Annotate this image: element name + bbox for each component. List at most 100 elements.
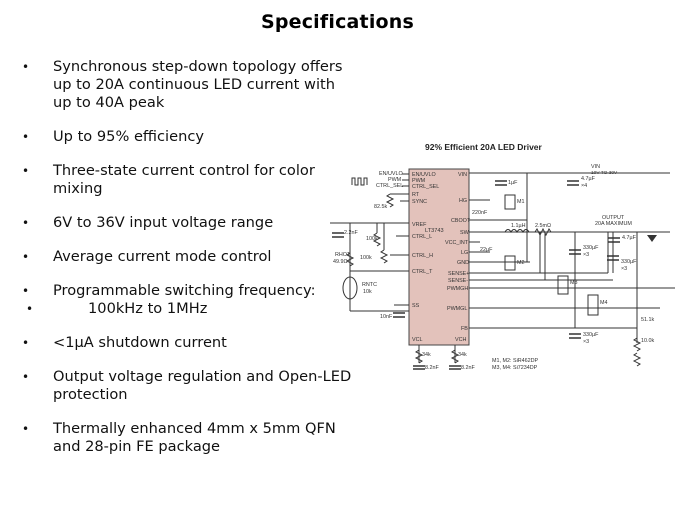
resistor-icon <box>345 252 355 267</box>
pin-label: VCH <box>455 337 466 343</box>
bullet-item: • Thermally enhanced 4mm x 5mm QFN and 2… <box>22 420 352 456</box>
component-value: ×3 <box>583 252 589 258</box>
resistor-icon <box>372 232 382 247</box>
component-value: 10.0k <box>641 338 654 344</box>
bullet-text: Average current mode control <box>53 248 272 265</box>
bullet-item: • Average current mode control <box>22 248 352 266</box>
sub-bullet-item: • 100kHz to 1MHz <box>22 300 352 318</box>
component-value: 2.2nF <box>344 230 358 236</box>
pin-label: SS <box>412 303 420 309</box>
inductor-icon <box>504 229 530 233</box>
bullet-icon: • <box>22 284 30 298</box>
bullet-text: 6V to 36V input voltage range <box>53 214 274 231</box>
pin-label: VCC_INT <box>445 240 469 246</box>
component-value: 4.7µF <box>622 235 637 241</box>
bullet-icon: • <box>22 130 30 144</box>
component-value: 330µF <box>621 259 637 265</box>
pin-label: VIN <box>458 172 467 178</box>
bullet-text: Programmable switching frequency: <box>53 282 316 299</box>
bullet-icon: • <box>22 422 30 436</box>
component-value: ×3 <box>583 339 589 345</box>
component-value: 100k <box>366 236 378 242</box>
bullet-icon: • <box>22 216 30 230</box>
sub-bullet-icon: • <box>26 302 34 316</box>
bullet-icon: • <box>22 370 30 384</box>
component-value: 1µF <box>508 180 518 186</box>
pin-label: SW <box>460 230 470 236</box>
component-name: RHOT <box>335 252 351 258</box>
component-value: 49.9Ω <box>333 259 348 265</box>
resistor-icon <box>632 337 642 352</box>
bullet-item: • Up to 95% efficiency <box>22 128 352 146</box>
pin-label: GND <box>457 260 469 266</box>
component-value: 10k <box>363 289 372 295</box>
component-value: 8.2nF <box>461 365 475 371</box>
bullet-item: • Output voltage regulation and Open-LED… <box>22 368 352 404</box>
component-value: 100k <box>360 255 372 261</box>
pin-label: HG <box>459 198 467 204</box>
slide-title: Specifications <box>260 11 415 33</box>
pin-label: SYNC <box>412 199 427 205</box>
diagram-title: 92% Efficient 20A LED Driver <box>425 142 543 152</box>
component-name: RNTC <box>362 282 377 288</box>
led-driver-schematic: 92% Efficient 20A LED Driver LT3743 EN/U… <box>330 142 675 371</box>
pin-label: PWMGH <box>447 286 468 292</box>
net-label: 10V TO 30V <box>591 170 618 176</box>
component-value: 34k <box>458 352 467 358</box>
component-name: M1 <box>517 199 525 205</box>
component-value: 1.1µH <box>511 223 526 229</box>
component-name: M3 <box>570 280 578 286</box>
component-value: 51.1k <box>641 317 654 323</box>
resistor-icon <box>379 249 389 264</box>
component-value: 34k <box>422 352 431 358</box>
pin-label: PWM <box>412 178 426 184</box>
bullet-list: • Synchronous step-down topology offers … <box>22 58 352 472</box>
bullet-text: Synchronous step-down topology offers up… <box>53 58 343 111</box>
fet-note: M3, M4: Si7234DP <box>492 365 538 371</box>
chip-name: LT3743 <box>425 228 444 234</box>
component-value: 82.5k <box>374 204 387 210</box>
resistor-icon <box>632 352 642 367</box>
pin-label: LG <box>461 250 468 256</box>
ntc-thermistor-icon <box>342 276 358 300</box>
bullet-item: • Synchronous step-down topology offers … <box>22 58 352 112</box>
bullet-item: • <1µA shutdown current <box>22 334 352 352</box>
capacitor-icon <box>332 180 620 370</box>
net-label: PWM <box>388 177 402 183</box>
mosfet-icon <box>504 194 599 316</box>
resistor-icon <box>414 349 424 364</box>
bullet-text: <1µA shutdown current <box>53 334 227 351</box>
sense-resistor-icon <box>534 227 552 237</box>
pin-label: VREF <box>412 222 427 228</box>
net-label: OUTPUT <box>602 215 625 221</box>
bullet-icon: • <box>22 336 30 350</box>
pin-label: PWMGL <box>447 306 467 312</box>
bullet-icon: • <box>22 250 30 264</box>
circuit-diagram: 92% Efficient 20A LED Driver LT3743 EN/U… <box>330 138 675 378</box>
bullet-icon: • <box>22 60 30 74</box>
pin-label: CBOOT <box>451 218 471 224</box>
net-label: VIN <box>591 164 600 170</box>
fet-note: M1, M2: SiR462DP <box>492 358 539 364</box>
bullet-icon: • <box>22 164 30 178</box>
component-value: ×3 <box>621 266 627 272</box>
component-value: ×4 <box>581 183 587 189</box>
pin-label: VCL <box>412 337 423 343</box>
component-value: 330µF <box>583 332 599 338</box>
pin-label: SENSE- <box>448 278 468 284</box>
pin-label: SENSE+ <box>448 271 469 277</box>
net-label: CTRL_SEL <box>376 183 403 189</box>
net-label: 20A MAXIMUM <box>595 221 632 227</box>
component-value: 4.7µF <box>581 176 596 182</box>
pin-label: CTRL_T <box>412 269 433 275</box>
pwm-waveform-icon <box>351 177 368 186</box>
led-icon <box>647 235 657 242</box>
component-value: 8.2nF <box>425 365 439 371</box>
lt3743-chip <box>408 168 470 346</box>
bullet-text: Up to 95% efficiency <box>53 128 205 145</box>
component-name: M2 <box>517 260 525 266</box>
pin-label: CTRL_H <box>412 253 433 259</box>
pin-label: FB <box>461 326 468 332</box>
component-value: 2.5mΩ <box>535 223 551 229</box>
resistor-icon <box>385 193 395 208</box>
